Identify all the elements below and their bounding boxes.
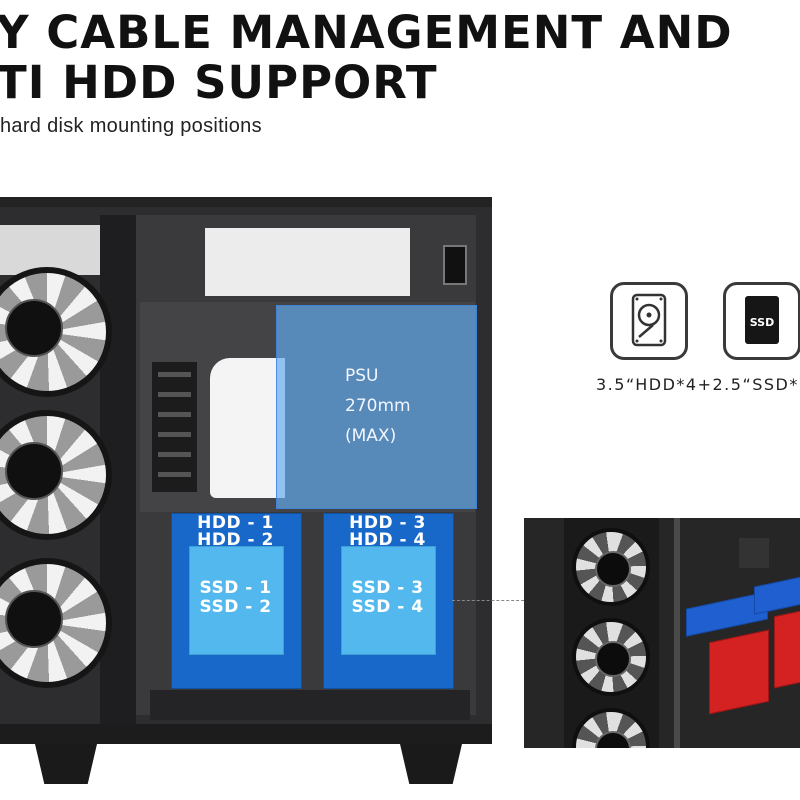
headline-line-2: TI HDD SUPPORT: [0, 56, 438, 109]
inset-fan: [572, 618, 650, 696]
case-top-panel: [0, 197, 492, 207]
psu-length-label: 270mm: [345, 396, 411, 416]
bay-2-hdd-b-label: HDD - 4: [349, 530, 426, 550]
fan-hub: [5, 299, 63, 357]
psu-label: PSU: [345, 366, 379, 386]
hard-disk-glyph: [631, 293, 667, 347]
inset-bracket: [739, 538, 769, 568]
inset-fan-column: [564, 518, 659, 748]
drive-support-spec: 3.5“HDD*4+2.5“SSD*: [596, 375, 799, 394]
subtitle: hard disk mounting positions: [0, 115, 262, 137]
bay-1-hdd-a-label: HDD - 1: [197, 513, 274, 533]
case-bottom-panel: [0, 724, 492, 744]
inset-red-sled: [774, 603, 800, 689]
cpu-cutout: [210, 358, 285, 498]
fan-hub: [5, 590, 63, 648]
bay-1-ssd-a-label: SSD - 1: [199, 578, 272, 598]
inset-fan: [572, 708, 650, 748]
case-foot-right: [400, 744, 462, 784]
ssd-icon: SSD: [723, 282, 800, 360]
psu-area-overlay: [276, 305, 477, 509]
hub-connector: [158, 432, 191, 437]
inset-red-sled: [709, 629, 769, 715]
inset-blue-sled: [754, 569, 800, 615]
bay-2-ssd-b-label: SSD - 4: [351, 597, 424, 617]
case-fan-3: [0, 553, 112, 698]
leader-line: [452, 600, 524, 601]
hub-connector: [158, 372, 191, 377]
top-cable-cutout: [205, 228, 410, 296]
case-fan-2: [0, 405, 112, 550]
bay-1-ssd-b-label: SSD - 2: [199, 597, 272, 617]
hard-disk-icon: [610, 282, 688, 360]
case-foot-left: [35, 744, 97, 784]
case-fan-1: [0, 262, 112, 407]
inset-fan: [572, 528, 650, 606]
ssd-icon-text: SSD: [749, 316, 775, 329]
bottom-vents: [150, 690, 470, 720]
bay-2-hdd-a-label: HDD - 3: [349, 513, 426, 533]
ssd-glyph: [745, 296, 779, 344]
hub-connector: [158, 452, 191, 457]
fan-hub-board: [152, 362, 197, 492]
drive-bay-2-ssd-area: [341, 546, 436, 655]
hub-connector: [158, 412, 191, 417]
bay-1-hdd-b-label: HDD - 2: [197, 530, 274, 550]
psu-max-label: (MAX): [345, 426, 397, 446]
hub-connector: [158, 472, 191, 477]
inset-rail: [674, 518, 680, 748]
headline-line-1: Y CABLE MANAGEMENT AND: [0, 6, 733, 59]
cable-port: [443, 245, 467, 285]
bay-2-ssd-a-label: SSD - 3: [351, 578, 424, 598]
inset-photo: [524, 518, 800, 748]
hub-connector: [158, 392, 191, 397]
top-glass-strip: [0, 225, 100, 275]
drive-bay-1-ssd-area: [189, 546, 284, 655]
fan-hub: [5, 442, 63, 500]
